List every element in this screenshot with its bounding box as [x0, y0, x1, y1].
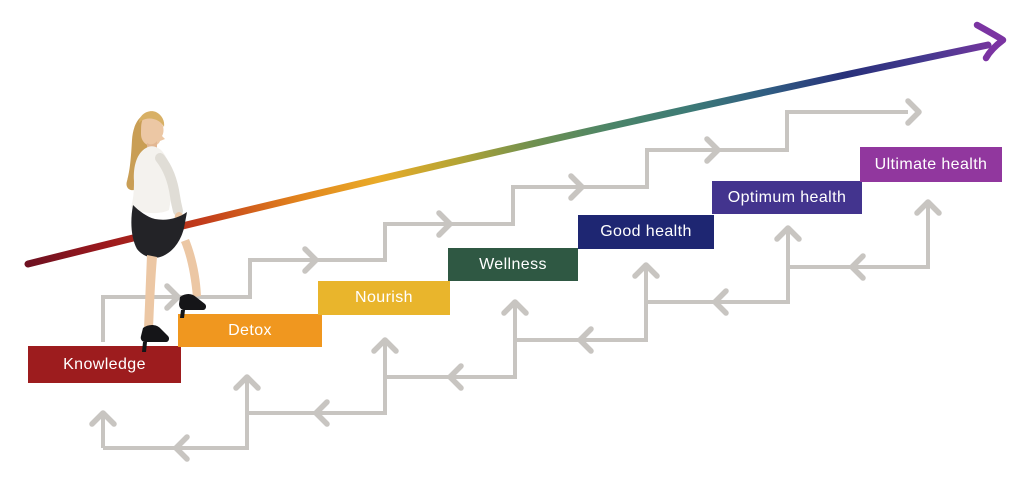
chevron-up-icon: [774, 225, 802, 242]
chevron-right-icon: [302, 246, 319, 274]
chevron-up-icon: [89, 410, 117, 427]
chevron-right-icon: [164, 283, 181, 311]
staircase-lower-path: [247, 340, 387, 415]
staircase-lower-path: [385, 302, 517, 379]
woman-left-leg: [144, 255, 157, 329]
chevron-left-icon: [577, 326, 594, 354]
staircase-upper-path: [101, 110, 908, 342]
woman-head: [141, 116, 165, 146]
staircase-lower-path: [515, 265, 648, 342]
chevron-up-icon: [632, 262, 660, 279]
woman-top-hair: [139, 111, 165, 127]
chevron-left-icon: [447, 363, 464, 391]
chevron-left-icon: [712, 288, 729, 316]
staircase-lower-path: [788, 202, 930, 269]
woman-right-shoe: [179, 294, 207, 318]
woman-climbing-group: [126, 111, 207, 352]
chevron-right-icon: [436, 210, 453, 238]
chevron-right-icon: [905, 98, 922, 126]
staircase-lower-path: [103, 377, 249, 450]
chevron-right-icon: [704, 136, 721, 164]
woman-skirt: [131, 205, 187, 258]
chevron-up-icon: [501, 299, 529, 316]
chevron-right-icon: [568, 173, 585, 201]
woman-arm-sleeve: [155, 153, 183, 216]
woman-right-leg: [181, 239, 201, 297]
staircase-lower-path: [646, 228, 790, 304]
woman-left-shoe: [140, 325, 170, 352]
growth-arrow-head: [973, 21, 1007, 62]
chevron-up-icon: [371, 337, 399, 354]
chevron-left-icon: [173, 434, 190, 462]
chevron-left-icon: [313, 399, 330, 427]
chevron-left-icon: [849, 253, 866, 281]
chevron-up-icon: [914, 199, 942, 216]
chevron-up-icon: [233, 374, 261, 391]
